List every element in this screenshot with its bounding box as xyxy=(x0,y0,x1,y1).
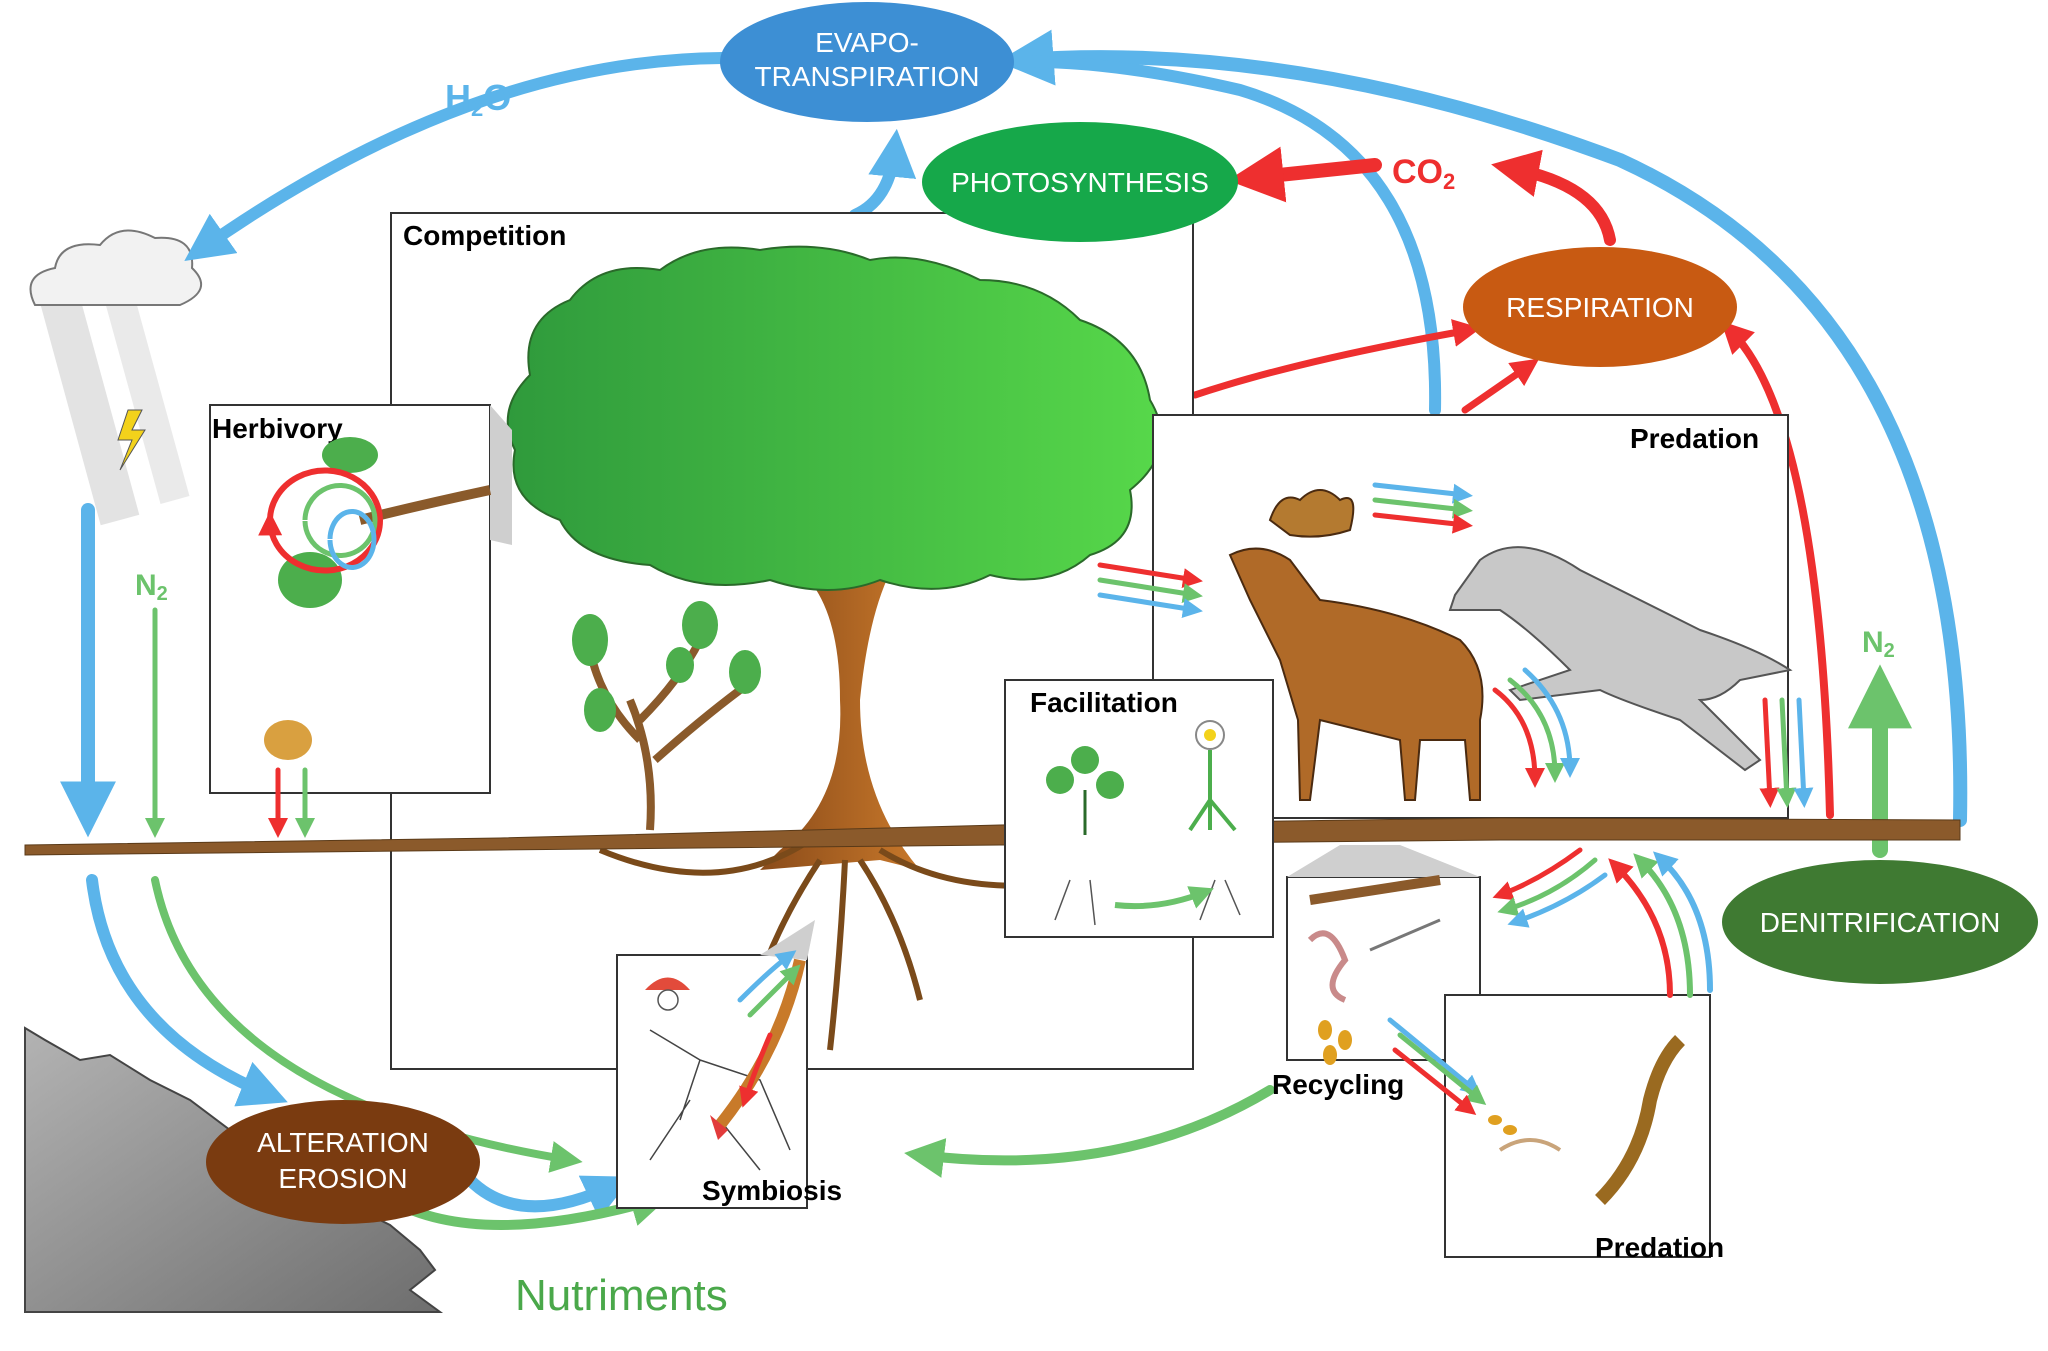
small-tree-illustration xyxy=(572,601,761,831)
carbon-cycle-arrows xyxy=(1039,146,1834,819)
svg-text:N2: N2 xyxy=(1862,626,1895,662)
herbivory-down-arrows xyxy=(268,767,315,838)
recycling-zoom-wedge xyxy=(1287,845,1480,877)
centipede-illustration xyxy=(1488,1035,1686,1205)
svg-text:EROSION: EROSION xyxy=(278,1163,407,1194)
herbivory-zoom-wedge xyxy=(490,405,512,545)
facilitation-illustration xyxy=(1046,720,1241,926)
facilitation-flux-arrow xyxy=(1114,886,1214,910)
symbiosis-zoom-wedge xyxy=(760,920,815,960)
predation-top-label: Predation xyxy=(1630,423,1759,454)
nitrogen-label-right: N2 xyxy=(1862,626,1895,662)
svg-text:ALTERATION: ALTERATION xyxy=(257,1127,429,1158)
alteration-erosion-oval: ALTERATION EROSION xyxy=(206,1100,480,1224)
svg-text:N2: N2 xyxy=(135,569,168,605)
herbivory-illustration xyxy=(258,437,492,760)
water-label: H2O xyxy=(445,77,511,121)
svg-text:EVAPO-: EVAPO- xyxy=(815,27,919,58)
recycling-label: Recycling xyxy=(1272,1069,1404,1100)
big-tree-illustration xyxy=(506,245,1163,1051)
herbivory-label: Herbivory xyxy=(212,413,343,444)
svg-text:RESPIRATION: RESPIRATION xyxy=(1506,292,1694,323)
denitrification-oval: DENITRIFICATION xyxy=(1722,860,2038,984)
soil-surface xyxy=(24,817,1961,856)
water-cycle-arrows xyxy=(59,29,1968,1220)
svg-text:PHOTOSYNTHESIS: PHOTOSYNTHESIS xyxy=(951,167,1209,198)
symbiosis-label: Symbiosis xyxy=(702,1175,842,1206)
wolf-illustration xyxy=(1448,546,1793,772)
svg-text:TRANSPIRATION: TRANSPIRATION xyxy=(754,61,979,92)
nitrogen-label-left: N2 xyxy=(135,569,168,605)
svg-text:H2O: H2O xyxy=(445,77,511,121)
recycling-illustration xyxy=(1307,875,1441,1065)
facilitation-label: Facilitation xyxy=(1030,687,1178,718)
co2-label: CO2 xyxy=(1392,153,1455,194)
competition-label: Competition xyxy=(403,220,566,251)
nutrients-label: Nutriments xyxy=(515,1271,728,1320)
moose-illustration xyxy=(1228,489,1484,801)
symbiosis-flux-arrows xyxy=(737,950,801,1108)
recycling-flux-arrows xyxy=(1387,847,1713,1115)
symbiosis-box xyxy=(616,954,808,1209)
respiration-oval: RESPIRATION xyxy=(1463,247,1737,367)
predation-bottom-box xyxy=(1444,994,1711,1258)
predation-bottom-label: Predation xyxy=(1595,1232,1724,1263)
rain-cloud-icon xyxy=(29,229,203,526)
svg-text:DENITRIFICATION: DENITRIFICATION xyxy=(1760,907,2001,938)
evapotranspiration-oval: EVAPO- TRANSPIRATION xyxy=(720,2,1014,122)
photosynthesis-oval: PHOTOSYNTHESIS xyxy=(922,122,1238,242)
facilitation-box xyxy=(1004,679,1274,938)
svg-text:CO2: CO2 xyxy=(1392,153,1455,194)
predation-top-flux-arrows xyxy=(1097,482,1814,808)
